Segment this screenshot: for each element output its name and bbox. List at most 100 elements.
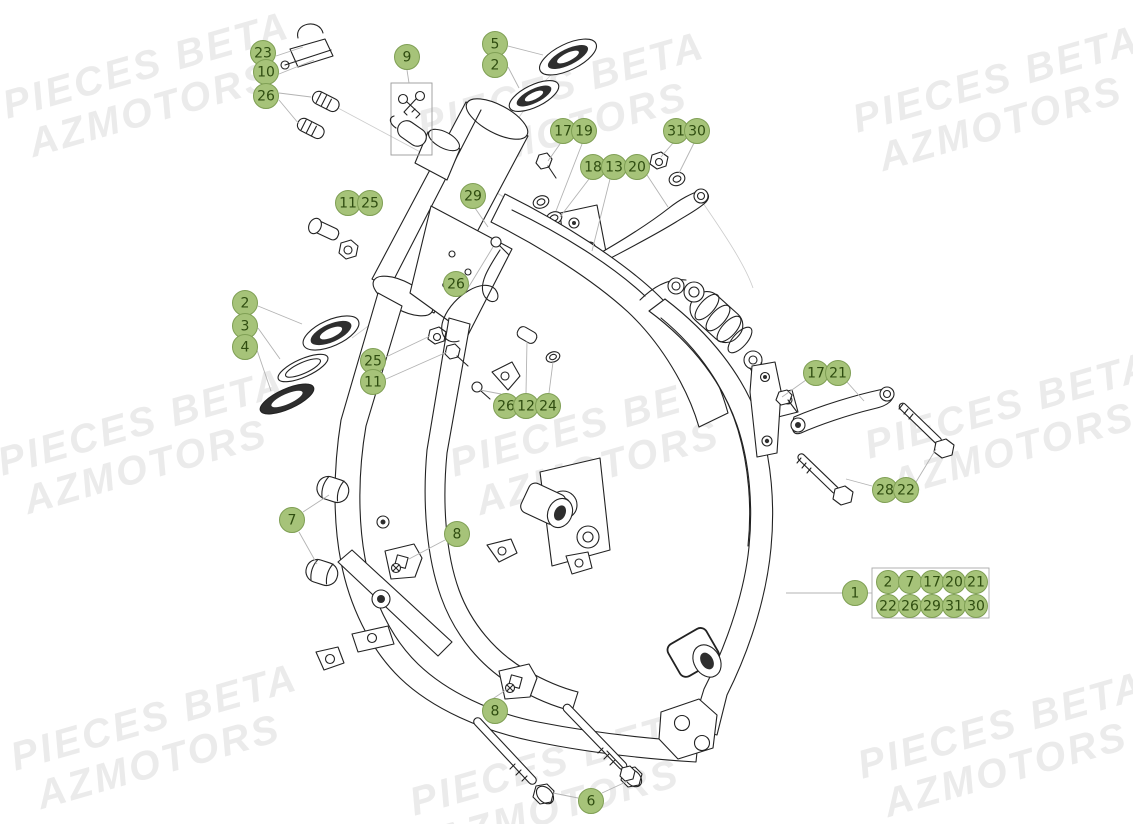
frame-line-art <box>259 23 955 805</box>
svg-text:25: 25 <box>361 196 379 212</box>
legend-callout-21: 21 <box>964 570 988 594</box>
svg-text:23: 23 <box>254 46 272 62</box>
callout-31: 31 <box>663 118 689 144</box>
callout-8: 8 <box>482 698 508 724</box>
callout-13: 13 <box>601 154 627 180</box>
small-fasteners <box>308 217 561 400</box>
bearing-race-top <box>508 38 597 112</box>
legend-callout-2: 2 <box>876 570 900 594</box>
callout-24: 24 <box>535 393 561 419</box>
legend-callout-7: 7 <box>898 570 922 594</box>
svg-text:26: 26 <box>447 277 465 293</box>
callout-22: 22 <box>893 477 919 503</box>
svg-text:26: 26 <box>257 89 275 105</box>
svg-text:21: 21 <box>967 575 985 591</box>
svg-text:20: 20 <box>945 575 963 591</box>
callout-23: 23 <box>250 40 276 66</box>
svg-text:18: 18 <box>584 160 602 176</box>
callout-17: 17 <box>550 118 576 144</box>
rear-link-bracket <box>749 361 895 458</box>
svg-text:11: 11 <box>339 196 357 212</box>
legend-callout-29: 29 <box>920 594 944 618</box>
callout-26: 26 <box>443 271 469 297</box>
svg-text:17: 17 <box>807 366 825 382</box>
callout-9: 9 <box>394 44 420 70</box>
rear-bobbin-bracket <box>606 627 722 782</box>
svg-text:21: 21 <box>829 366 847 382</box>
svg-text:1: 1 <box>851 586 860 602</box>
svg-text:28: 28 <box>876 483 894 499</box>
svg-text:7: 7 <box>288 513 297 529</box>
legend-callout-31: 31 <box>942 594 966 618</box>
svg-text:8: 8 <box>491 704 500 720</box>
callout-25: 25 <box>357 190 383 216</box>
callout-26: 26 <box>493 393 519 419</box>
svg-text:13: 13 <box>605 160 623 176</box>
legend-callout-30: 30 <box>964 594 988 618</box>
svg-text:11: 11 <box>364 375 382 391</box>
svg-text:31: 31 <box>667 124 685 140</box>
svg-text:19: 19 <box>575 124 593 140</box>
callout-2: 2 <box>482 52 508 78</box>
rubber-mounts <box>305 475 350 587</box>
svg-text:10: 10 <box>257 65 275 81</box>
svg-text:22: 22 <box>897 483 915 499</box>
callout-11: 11 <box>335 190 361 216</box>
svg-text:7: 7 <box>906 575 915 591</box>
svg-text:5: 5 <box>491 37 500 53</box>
legend-callout-20: 20 <box>942 570 966 594</box>
callout-26: 26 <box>253 83 279 109</box>
svg-text:29: 29 <box>923 599 941 615</box>
legend-box <box>871 567 990 619</box>
callout-30: 30 <box>684 118 710 144</box>
svg-text:3: 3 <box>241 319 250 335</box>
svg-text:6: 6 <box>587 794 596 810</box>
callout-20: 20 <box>624 154 650 180</box>
legend-callout-26: 26 <box>898 594 922 618</box>
bearing-seals-left <box>259 315 360 415</box>
pivot-plates <box>520 457 611 567</box>
svg-text:4: 4 <box>241 340 250 356</box>
svg-text:12: 12 <box>517 399 535 415</box>
callout-1: 1 <box>842 580 868 606</box>
svg-text:24: 24 <box>539 399 557 415</box>
callout-10: 10 <box>253 59 279 85</box>
legend-callout-22: 22 <box>876 594 900 618</box>
svg-text:31: 31 <box>945 599 963 615</box>
svg-text:17: 17 <box>554 124 572 140</box>
callout-6: 6 <box>578 788 604 814</box>
callout-25: 25 <box>360 348 386 374</box>
cable-guide-brackets <box>384 543 538 700</box>
callout-21: 21 <box>825 360 851 386</box>
callout-17: 17 <box>803 360 829 386</box>
svg-text:8: 8 <box>453 527 462 543</box>
legend-callout-17: 17 <box>920 570 944 594</box>
svg-text:17: 17 <box>923 575 941 591</box>
callout-8: 8 <box>444 521 470 547</box>
rear-link-bolts <box>796 402 955 506</box>
svg-text:22: 22 <box>879 599 897 615</box>
lock-kit-box <box>389 82 433 156</box>
svg-text:9: 9 <box>403 50 412 66</box>
svg-text:30: 30 <box>967 599 985 615</box>
svg-text:25: 25 <box>364 354 382 370</box>
svg-text:29: 29 <box>464 189 482 205</box>
callout-12: 12 <box>513 393 539 419</box>
callout-4: 4 <box>232 334 258 360</box>
callout-19: 19 <box>571 118 597 144</box>
svg-text:30: 30 <box>688 124 706 140</box>
svg-text:20: 20 <box>628 160 646 176</box>
callout-11: 11 <box>360 369 386 395</box>
svg-text:2: 2 <box>491 58 500 74</box>
steering-head-tube <box>371 98 529 317</box>
svg-text:2: 2 <box>241 296 250 312</box>
callout-7: 7 <box>279 507 305 533</box>
callout-2: 2 <box>232 290 258 316</box>
